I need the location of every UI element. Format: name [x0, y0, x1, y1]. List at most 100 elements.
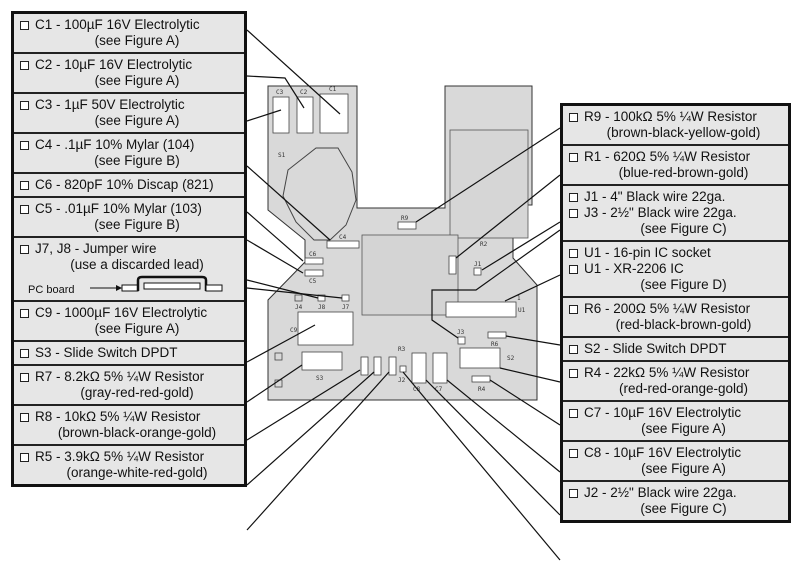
parts-item-c3: C3 - 1µF 50V Electrolytic (see Figure A)	[14, 94, 244, 134]
j8-footprint	[317, 294, 326, 302]
checkbox[interactable]	[569, 488, 578, 498]
checkbox[interactable]	[569, 368, 578, 378]
j7-label: J7	[342, 304, 350, 311]
j7-footprint	[341, 294, 350, 302]
r7-footprint	[360, 356, 369, 376]
parts-item-r4: R4 - 22kΩ 5% ¼W Resistor (red-red-orange…	[563, 362, 788, 402]
j3-label: J3	[457, 329, 465, 336]
l5-pad	[274, 379, 283, 388]
checkbox[interactable]	[20, 204, 29, 214]
parts-item-c6: C6 - 820pF 10% Discap (821)	[14, 174, 244, 198]
parts-item-c4: C4 - .1µF 10% Mylar (104) (see Figure B)	[14, 134, 244, 174]
checkbox[interactable]	[569, 264, 578, 274]
c7-footprint	[432, 352, 448, 384]
r3-label: R3	[398, 346, 406, 353]
j1-label: J1	[474, 261, 482, 268]
checkbox[interactable]	[569, 192, 578, 202]
s2-footprint	[459, 347, 501, 369]
parts-item-j2: J2 - 2½" Black wire 22ga. (see Figure C)	[563, 482, 788, 520]
jumper-wire-icon	[90, 275, 223, 292]
parts-item-c8: C8 - 10µF 16V Electrolytic (see Figure A…	[563, 442, 788, 482]
checkbox[interactable]	[20, 60, 29, 70]
u1-label: U1	[518, 307, 526, 314]
j2-footprint	[399, 365, 407, 373]
j1-footprint	[473, 267, 482, 276]
parts-item-u1: U1 - 16-pin IC socket U1 - XR-2206 IC (s…	[563, 242, 788, 298]
u1-socket	[445, 301, 517, 318]
checkbox[interactable]	[20, 348, 29, 358]
parts-item-r1: R1 - 620Ω 5% ¼W Resistor (blue-red-brown…	[563, 146, 788, 186]
c4-label: C4	[339, 234, 347, 241]
checkbox[interactable]	[569, 208, 578, 218]
parts-item-r6: R6 - 200Ω 5% ¼W Resistor (red-black-brow…	[563, 298, 788, 338]
checkbox[interactable]	[20, 244, 29, 254]
u1-pin1-label: 1	[517, 295, 521, 302]
checkbox[interactable]	[569, 304, 578, 314]
r6-footprint	[487, 331, 507, 339]
r9-footprint	[397, 221, 417, 230]
r9-label: R9	[401, 215, 409, 222]
parts-item-r7: R7 - 8.2kΩ 5% ¼W Resistor (gray-red-red-…	[14, 366, 244, 406]
r4-footprint	[471, 375, 491, 383]
leader-lines-left	[246, 29, 390, 531]
j4-label: J4	[295, 304, 303, 311]
s2-label: S2	[507, 355, 515, 362]
j3-footprint	[457, 336, 466, 345]
checkbox[interactable]	[20, 100, 29, 110]
r6-label: R6	[491, 341, 499, 348]
c9-label: C9	[290, 327, 298, 334]
checkbox[interactable]	[20, 20, 29, 30]
right-parts-list: R9 - 100kΩ 5% ¼W Resistor (brown-black-y…	[560, 103, 791, 523]
r8-footprint	[373, 356, 382, 376]
j8-label: J8	[318, 304, 326, 311]
checkbox[interactable]	[569, 448, 578, 458]
j4-footprint	[294, 294, 303, 302]
parts-item-s2: S2 - Slide Switch DPDT	[563, 338, 788, 362]
checkbox[interactable]	[20, 180, 29, 190]
r1-footprint	[448, 255, 457, 275]
c7-label: C7	[435, 386, 443, 393]
checkbox[interactable]	[569, 152, 578, 162]
c2-footprint	[296, 96, 314, 134]
c1-label: C1	[329, 86, 337, 93]
checkbox[interactable]	[20, 140, 29, 150]
parts-item-c5: C5 - .01µF 10% Mylar (103) (see Figure B…	[14, 198, 244, 238]
left-parts-list: C1 - 100µF 16V Electrolytic (see Figure …	[11, 11, 247, 487]
c6-label: C6	[309, 251, 317, 258]
c3-label: C3	[276, 89, 284, 96]
parts-item-c9: C9 - 1000µF 16V Electrolytic (see Figure…	[14, 302, 244, 342]
c4-footprint	[326, 240, 360, 249]
checkbox[interactable]	[20, 452, 29, 462]
pcb-right-pad-area	[449, 129, 529, 239]
s3-footprint	[301, 351, 343, 371]
checkbox[interactable]	[20, 412, 29, 422]
parts-item-r9: R9 - 100kΩ 5% ¼W Resistor (brown-black-y…	[563, 106, 788, 146]
checkbox[interactable]	[569, 248, 578, 258]
checkbox[interactable]	[569, 408, 578, 418]
leader-lines-right	[402, 127, 561, 561]
c5-label: C5	[309, 278, 317, 285]
c1-footprint	[319, 93, 349, 134]
checkbox[interactable]	[20, 308, 29, 318]
s3-label: S3	[316, 375, 324, 382]
s1-battery-outline	[282, 147, 357, 241]
checkbox[interactable]	[569, 112, 578, 122]
pcb-outline	[267, 85, 538, 401]
checkbox[interactable]	[20, 372, 29, 382]
parts-item-c7: C7 - 10µF 16V Electrolytic (see Figure A…	[563, 402, 788, 442]
c8-label: C8	[413, 386, 421, 393]
c2-label: C2	[300, 89, 308, 96]
parts-item-r8: R8 - 10kΩ 5% ¼W Resistor (brown-black-or…	[14, 406, 244, 446]
parts-item-s3: S3 - Slide Switch DPDT	[14, 342, 244, 366]
parts-item-j7-j8: J7, J8 - Jumper wire (use a discarded le…	[14, 238, 244, 302]
r5-footprint	[388, 356, 397, 376]
c6-footprint	[304, 257, 324, 265]
parts-item-c2: C2 - 10µF 16V Electrolytic (see Figure A…	[14, 54, 244, 94]
jumper-wire-figure: PC board	[20, 275, 240, 297]
l6-pad	[274, 352, 283, 361]
checkbox[interactable]	[569, 344, 578, 354]
c5-footprint	[304, 269, 324, 277]
pc-board-label: PC board	[28, 284, 75, 296]
parts-item-c1: C1 - 100µF 16V Electrolytic (see Figure …	[14, 14, 244, 54]
parts-item-r5: R5 - 3.9kΩ 5% ¼W Resistor (orange-white-…	[14, 446, 244, 484]
